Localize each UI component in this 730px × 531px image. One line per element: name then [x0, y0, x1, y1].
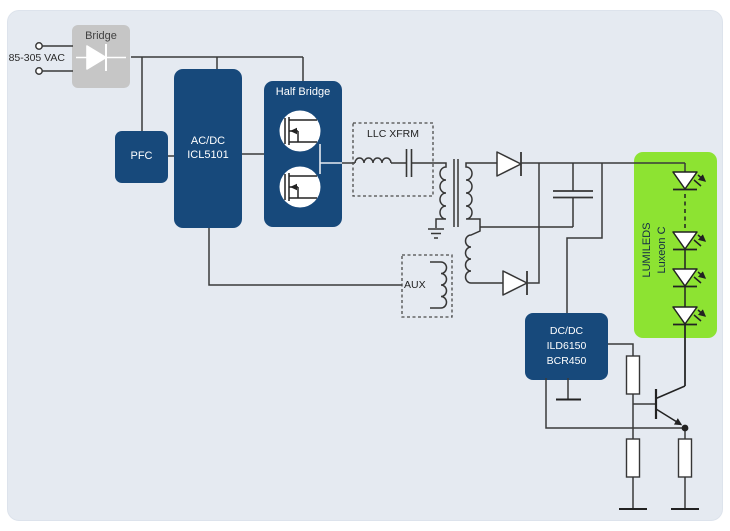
pfc-label: PFC — [130, 150, 153, 163]
bridge-rectifier-block[interactable]: Bridge — [72, 25, 130, 88]
dcdc-driver-block[interactable]: DC/DC ILD6150 BCR450 — [525, 313, 608, 380]
aux-winding-label: AUX — [404, 279, 426, 291]
led-module-label: LUMILEDS Luxeon C — [640, 189, 672, 311]
dcdc-label-line2: ILD6150 — [546, 340, 587, 353]
led-module-block[interactable]: LUMILEDS Luxeon C — [634, 152, 717, 338]
acdc-controller-block[interactable]: AC/DC ICL5101 — [174, 69, 242, 228]
dcdc-label-line1: DC/DC — [549, 325, 584, 338]
llc-transformer-label: LLC XFRM — [367, 128, 419, 140]
half-bridge-label: Half Bridge — [275, 86, 331, 98]
led-brand-label: LUMILEDS — [641, 222, 653, 278]
bridge-label: Bridge — [85, 30, 117, 42]
half-bridge-block[interactable]: Half Bridge — [264, 81, 342, 227]
acdc-label-line1: AC/DC — [190, 134, 226, 147]
pfc-block[interactable]: PFC — [115, 131, 168, 183]
dcdc-label-line3: BCR450 — [546, 354, 587, 367]
acdc-label-line2: ICL5101 — [187, 148, 229, 161]
led-model-label: Luxeon C — [656, 226, 668, 274]
input-voltage-label: 85-305 VAC — [8, 52, 65, 64]
